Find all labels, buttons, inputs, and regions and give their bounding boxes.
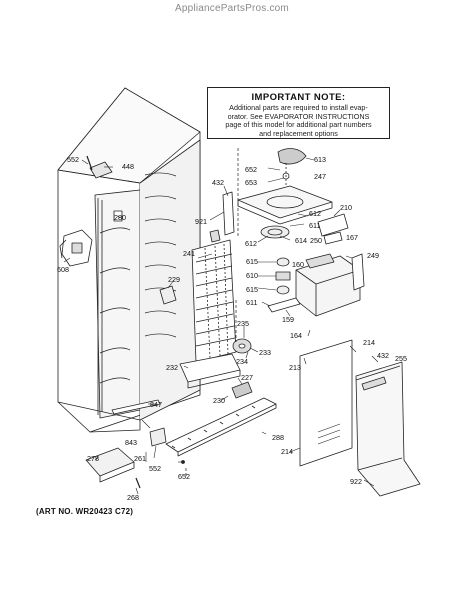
callout-610: 610: [246, 271, 258, 280]
important-note-box: IMPORTANT NOTE: Additional parts are req…: [207, 87, 390, 139]
callout-268: 268: [127, 493, 139, 502]
callout-552: 552: [149, 464, 161, 473]
part-288-grille: [165, 397, 277, 457]
callout-229: 229: [168, 275, 180, 284]
callout-278: 278: [87, 454, 99, 463]
callout-611: 611: [309, 221, 320, 230]
guide-lines: [185, 148, 239, 476]
note-body: Additional parts are required to install…: [208, 103, 389, 138]
callout-615: 615: [246, 257, 258, 266]
callout-250: 250: [310, 236, 322, 245]
callout-232: 232: [166, 363, 178, 372]
part-160-control-box: [295, 253, 365, 317]
part-213-panel: [299, 339, 353, 467]
note-line: page of this model for additional part n…: [225, 120, 372, 130]
callout-612: 612: [309, 209, 321, 218]
leader-lines: [63, 157, 379, 495]
callout-432: 432: [212, 178, 224, 187]
part-610-thermostat: [267, 257, 301, 313]
callout-608: 608: [57, 265, 69, 274]
callout-235: 235: [237, 319, 249, 328]
callout-448: 448: [122, 162, 134, 171]
watermark: AppliancePartsPros.com: [175, 3, 289, 14]
callout-210: 210: [340, 203, 352, 212]
callout-159: 159: [282, 315, 294, 324]
note-line: orator. See EVAPORATOR INSTRUCTIONS: [227, 111, 370, 121]
callout-234: 234: [236, 357, 248, 366]
note-line: and replacement options: [259, 128, 338, 138]
callout-280: 280: [114, 213, 126, 222]
part-847: [111, 399, 161, 415]
part-167: [323, 231, 343, 245]
callout-233: 233: [259, 348, 271, 357]
part-613-fan-blade: [277, 148, 307, 186]
callout-214: 214: [281, 447, 293, 456]
cabinet-shell: [57, 87, 201, 433]
callout-249: 249: [367, 251, 379, 260]
callout-213: 213: [289, 363, 301, 372]
callout-615: 615: [246, 285, 258, 294]
part-611-motor: [260, 225, 290, 239]
callout-255: 255: [395, 354, 407, 363]
part-247-fan-cover: [237, 185, 333, 225]
callout-612: 612: [245, 239, 257, 248]
callout-227: 227: [241, 373, 253, 382]
shelf-rails: [99, 172, 177, 384]
callout-652: 652: [178, 472, 190, 481]
callout-261: 261: [134, 454, 146, 463]
part-210: [317, 213, 349, 237]
callout-611: 611: [246, 298, 257, 307]
callout-922: 922: [350, 477, 362, 486]
callout-652: 652: [245, 165, 257, 174]
part-227: [231, 381, 253, 399]
callout-613: 613: [314, 155, 326, 164]
part-608-bracket: [59, 229, 93, 267]
art-number: (ART NO. WR20423 C72): [36, 507, 134, 516]
note-title: IMPORTANT NOTE:: [251, 92, 346, 103]
callout-614: 614: [295, 236, 307, 245]
callout-214: 214: [363, 338, 375, 347]
callout-288: 288: [272, 433, 284, 442]
callout-230: 230: [213, 396, 225, 405]
part-652-screw: [181, 460, 185, 464]
callout-921: 921: [195, 217, 207, 226]
part-922-liner: [355, 361, 421, 497]
callout-247: 247: [314, 172, 326, 181]
part-448-hinge: [86, 155, 113, 179]
part-241-evaporator: [191, 229, 237, 363]
callout-164: 164: [290, 331, 302, 340]
note-line: Additional parts are required to install…: [229, 103, 368, 112]
callout-241: 241: [183, 249, 195, 258]
callout-843: 843: [125, 438, 137, 447]
callout-847: 847: [150, 400, 162, 409]
callout-653: 653: [245, 178, 257, 187]
callout-167: 167: [346, 233, 358, 242]
part-278-hinge-base: [85, 447, 141, 489]
callout-552: 552: [67, 155, 79, 164]
part-232-drain: [179, 353, 241, 389]
part-229: [159, 285, 177, 305]
callout-432: 432: [377, 351, 389, 360]
callout-labels: 552 448 280 608 432 921 652 653 613 247 …: [57, 155, 407, 502]
callout-160: 160: [292, 260, 304, 269]
part-921-strip: [222, 191, 235, 236]
part-234-fan: [232, 338, 252, 354]
part-261: [149, 427, 167, 447]
